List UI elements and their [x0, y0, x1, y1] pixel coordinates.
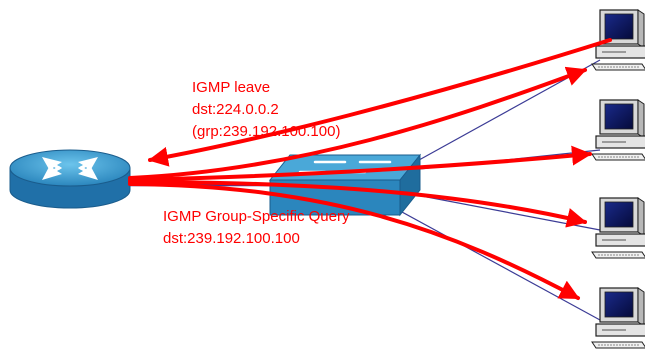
leave-label-line-3: (grp:239.192.100.100): [192, 123, 341, 140]
host-4: [591, 287, 645, 349]
workstation-icon: [591, 9, 645, 71]
query-arrow-4: [128, 182, 580, 300]
query-arrow-2: [128, 145, 592, 182]
query-label-line-1: IGMP Group-Specific Query: [163, 208, 350, 225]
query-label-line-2: dst:239.192.100.100: [163, 230, 300, 247]
workstation-icon: [591, 197, 645, 259]
red-arrows: [128, 38, 612, 300]
leave-arrow: [148, 38, 612, 167]
host-2: [591, 99, 645, 161]
leave-label-line-1: IGMP leave: [192, 79, 271, 96]
leave-label-line-2: dst:224.0.0.2: [192, 101, 279, 118]
host-3: [591, 197, 645, 259]
workstation-icon: [591, 99, 645, 161]
link-switch-host-4: [379, 199, 601, 321]
router-icon: [9, 149, 131, 209]
workstation-icon: [591, 287, 645, 349]
query-arrow-3: [128, 180, 587, 228]
host-1: [591, 9, 645, 71]
query-arrow-1: [128, 66, 587, 180]
